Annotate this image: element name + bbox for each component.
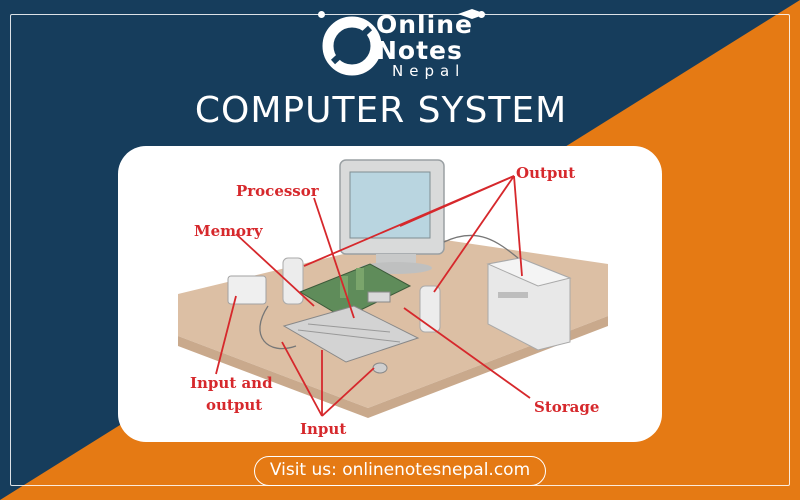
external-drive-icon bbox=[228, 276, 266, 304]
logo-text-nepal: Nepal bbox=[392, 62, 465, 80]
computer-system-diagram: Processor Memory Output Input and output… bbox=[118, 146, 662, 442]
label-output-line2: output bbox=[206, 396, 262, 414]
label-input: Input bbox=[300, 420, 346, 438]
diagram-panel: Processor Memory Output Input and output… bbox=[118, 146, 662, 442]
label-processor: Processor bbox=[236, 182, 320, 200]
page-title: COMPUTER SYSTEM bbox=[0, 90, 762, 131]
logo-text-notes: Notes bbox=[376, 36, 463, 65]
mouse-icon bbox=[373, 363, 387, 373]
label-storage: Storage bbox=[534, 398, 599, 416]
logo-text-online: Online bbox=[376, 10, 473, 39]
website-link[interactable]: Visit us: onlinenotesnepal.com bbox=[254, 456, 546, 486]
speaker-right-icon bbox=[420, 286, 440, 332]
label-input-and: Input and bbox=[190, 374, 273, 392]
label-memory: Memory bbox=[194, 222, 264, 240]
label-output: Output bbox=[516, 164, 575, 182]
brand-logo: Online Notes Nepal bbox=[0, 4, 800, 84]
